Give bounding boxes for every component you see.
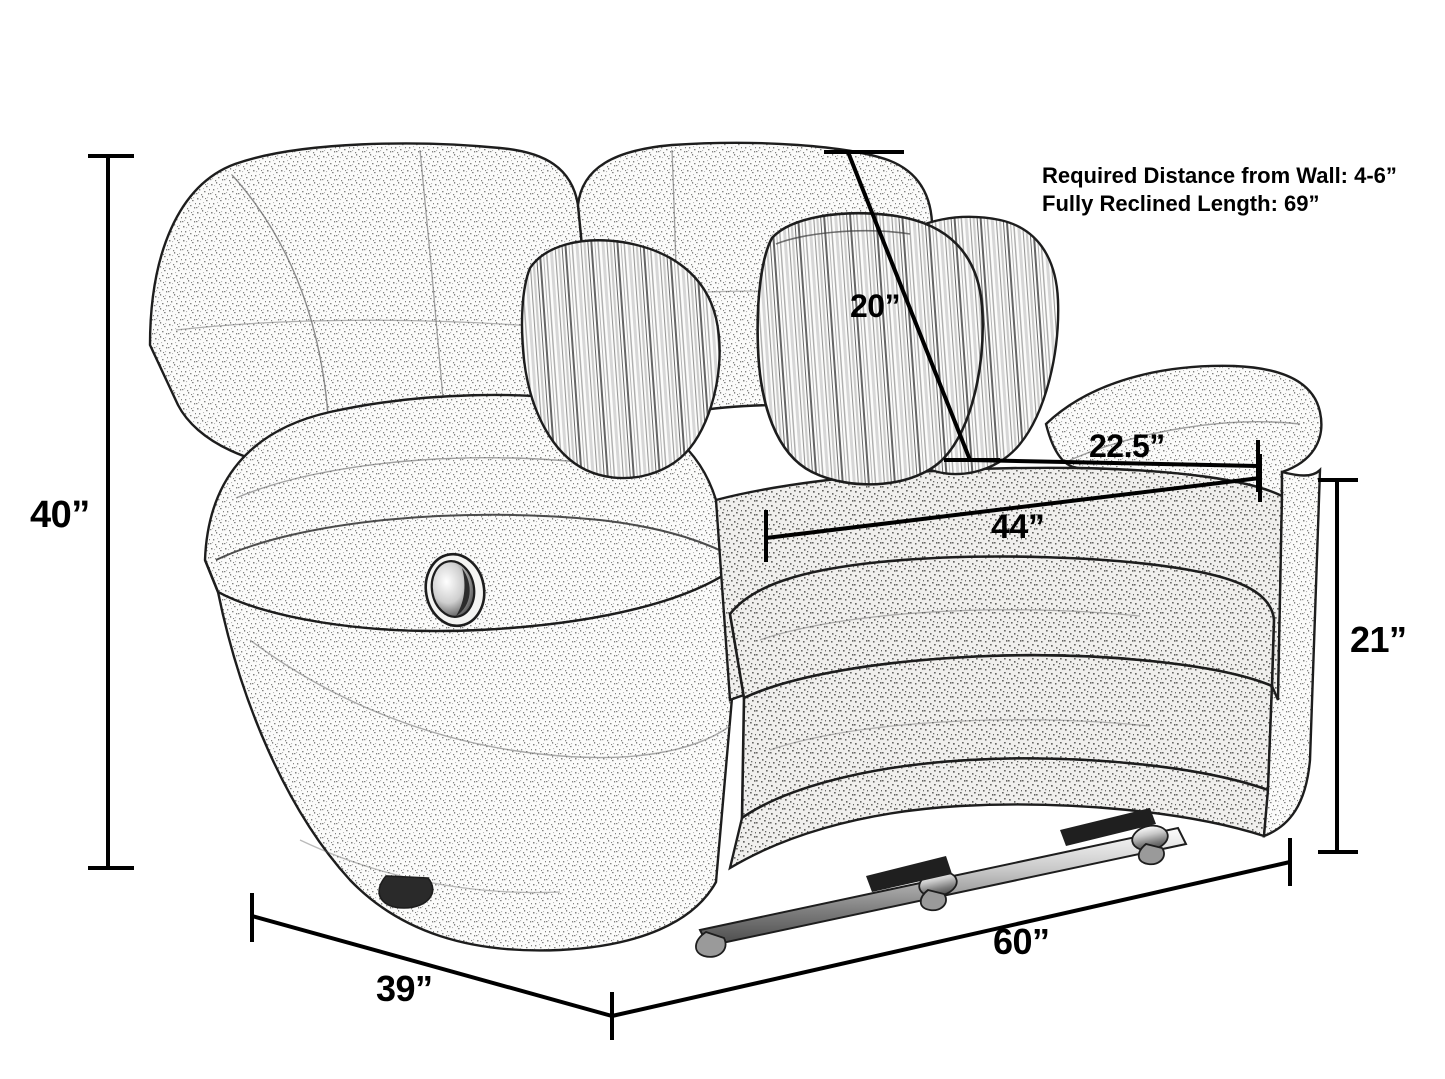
dimension-line-height (88, 154, 134, 870)
dimension-line-arm-depth (969, 440, 1260, 492)
dimension-line-back-height (824, 150, 1000, 462)
left-foot (378, 875, 434, 909)
front-support-rail (695, 808, 1188, 958)
dimension-label-width: 60” (993, 921, 1050, 962)
dimension-label-seat-width: 44” (991, 508, 1045, 546)
throw-pillow-rear (520, 239, 721, 480)
dimension-label-back-height: 20” (850, 288, 901, 324)
clearance-notes: Required Distance from Wall: 4-6” Fully … (1042, 162, 1397, 218)
loveseat-body (148, 141, 1323, 958)
dimension-label-depth: 39” (376, 968, 433, 1009)
dimension-line-width (611, 838, 1292, 1018)
dimension-label-arm-depth: 22.5” (1089, 428, 1165, 464)
note-required-distance-from-wall: Required Distance from Wall: 4-6” (1042, 163, 1397, 188)
note-fully-reclined-length: Fully Reclined Length: 69” (1042, 191, 1320, 217)
dimension-label-seat-height: 21” (1350, 619, 1407, 660)
dimension-label-height: 40” (30, 494, 90, 536)
recliner-release-handle[interactable] (420, 550, 490, 631)
dimension-lines (88, 150, 1358, 1040)
dimension-line-seat-height (1318, 478, 1358, 854)
left-arm (203, 393, 746, 952)
throw-pillow-front (756, 211, 984, 486)
